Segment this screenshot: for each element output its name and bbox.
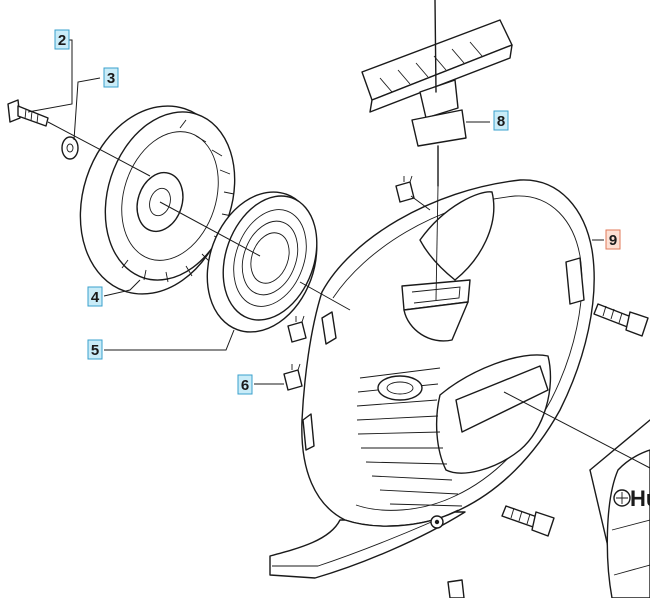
callout-8[interactable]: 8 xyxy=(493,110,509,131)
callout-9[interactable]: 9 xyxy=(605,229,621,250)
leader-4 xyxy=(103,279,141,297)
callout-4-label: 4 xyxy=(91,289,100,306)
callout-9-label: 9 xyxy=(609,232,617,249)
callout-2-box xyxy=(54,29,70,50)
cover-bolt-bottom xyxy=(501,505,555,537)
callout-5[interactable]: 5 xyxy=(87,339,103,360)
cover-bolt-right xyxy=(593,303,649,337)
starter-pulley xyxy=(79,105,236,295)
washer xyxy=(61,136,79,160)
callout-2-label: 2 xyxy=(58,32,66,49)
starter-handle xyxy=(361,0,513,301)
brand-logo-text: Hu xyxy=(630,486,650,511)
callout-6[interactable]: 6 xyxy=(237,374,253,395)
leader-5 xyxy=(104,329,235,351)
leader-2 xyxy=(27,39,73,113)
engine-shroud-partial: Hu xyxy=(589,419,650,598)
cover-screw-mid xyxy=(287,315,307,343)
callout-6-box xyxy=(237,374,253,395)
cover-screw-top xyxy=(395,175,415,203)
callout-8-label: 8 xyxy=(497,113,505,130)
callout-4[interactable]: 4 xyxy=(87,286,103,307)
callout-9-box xyxy=(605,229,621,250)
callout-2[interactable]: 2 xyxy=(54,29,70,50)
callout-leaders xyxy=(27,39,604,385)
callout-5-box xyxy=(87,339,103,360)
bottom-screw xyxy=(447,579,465,598)
callout-8-box xyxy=(493,110,509,131)
cover-screw-6 xyxy=(283,363,303,391)
starter-cover xyxy=(269,179,595,579)
callout-4-box xyxy=(87,286,103,307)
pulley-screw xyxy=(7,99,49,127)
assembly-axes xyxy=(47,121,650,469)
callout-3[interactable]: 3 xyxy=(103,67,119,88)
leader-3 xyxy=(73,77,101,141)
callout-3-box xyxy=(103,67,119,88)
callout-5-label: 5 xyxy=(91,342,99,359)
recoil-spring-cassette xyxy=(206,191,318,333)
callout-3-label: 3 xyxy=(107,70,115,87)
callout-6-label: 6 xyxy=(241,377,249,394)
